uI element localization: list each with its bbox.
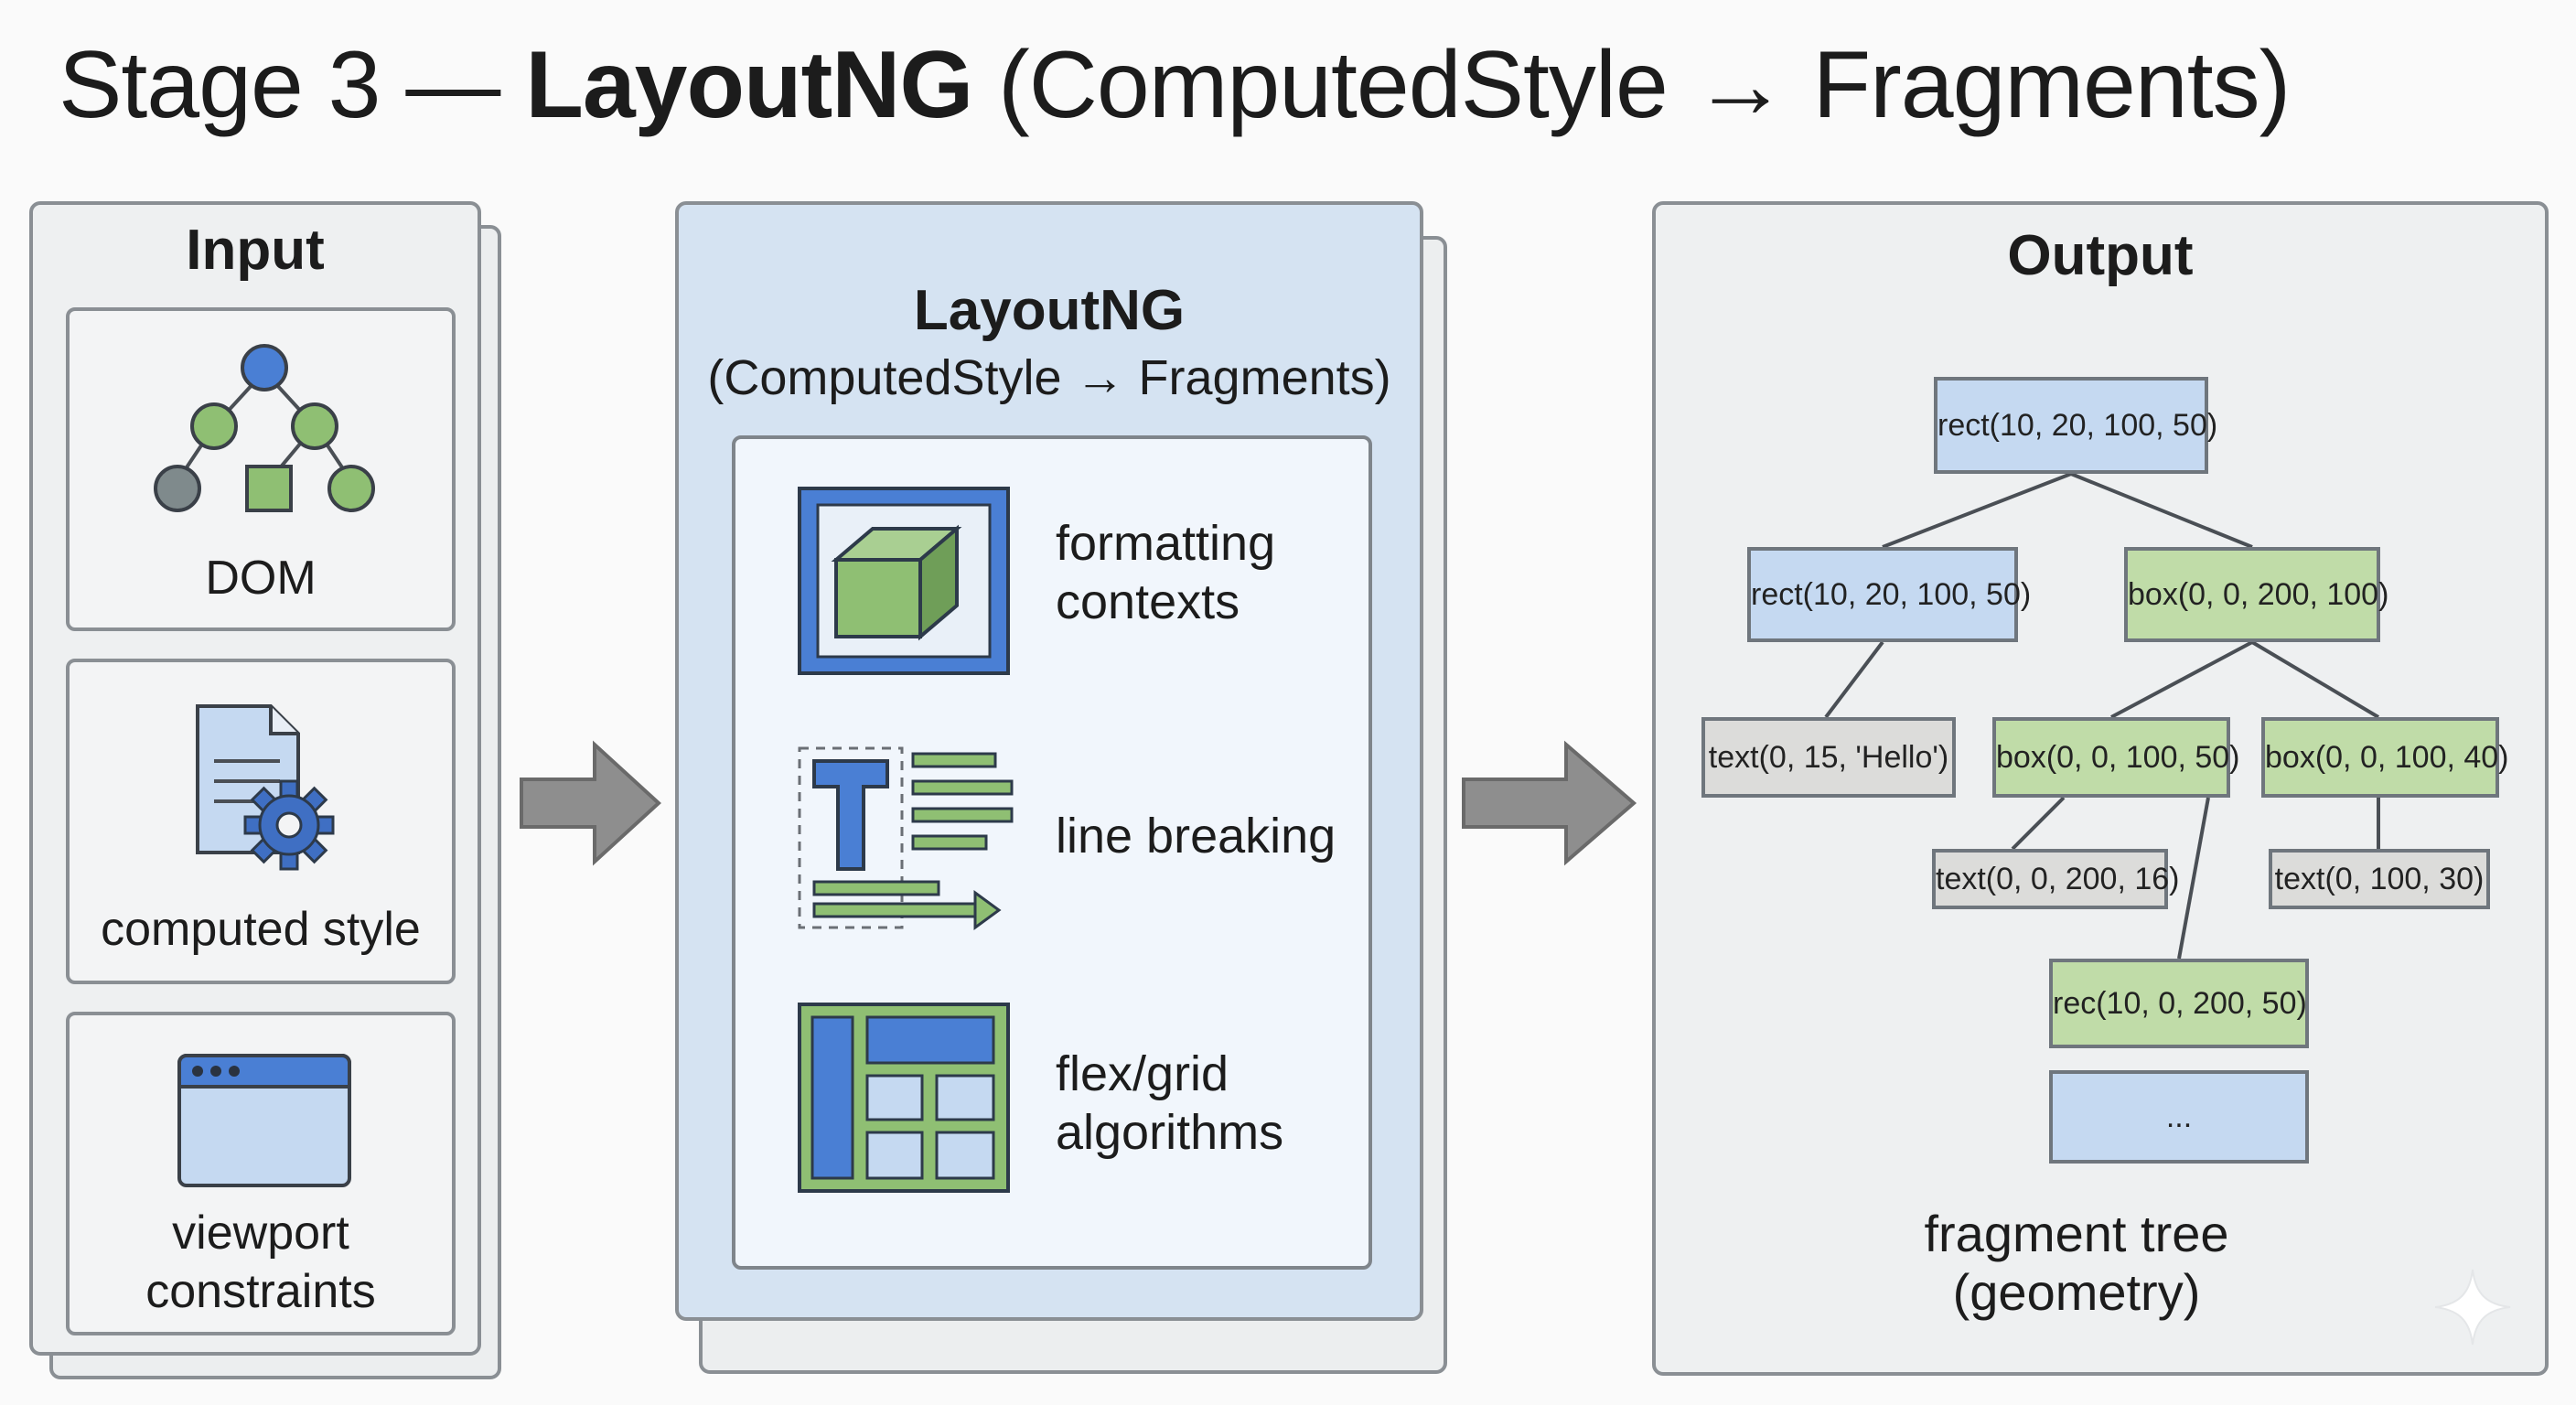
fragment-node-ellipsis: ... (2049, 1070, 2309, 1164)
page-title: Stage 3 — LayoutNG (ComputedStyle → Frag… (59, 26, 2291, 145)
viewport-label-line2: constraints (145, 1265, 376, 1318)
dom-card: DOM (66, 307, 456, 631)
viewport-card: viewport constraints (66, 1012, 456, 1335)
formatting-contexts-line2: contexts (1056, 574, 1240, 629)
fragment-node-text-a: text(0, 0, 200, 16) (1932, 849, 2180, 909)
fragment-node-root: rect(10, 20, 100, 50) (1934, 377, 2217, 474)
title-prefix: Stage 3 — (59, 32, 526, 138)
input-panel: Input DOM (29, 201, 481, 1356)
computed-style-card: computed style (66, 659, 456, 984)
browser-window-icon (177, 1054, 351, 1187)
computed-style-label: computed style (101, 903, 421, 956)
fragment-node-left: rect(10, 20, 100, 50) (1747, 547, 2031, 642)
layoutng-subheading: (ComputedStyle → Fragments) (707, 350, 1391, 405)
fragment-node-text-b: text(0, 100, 30) (2269, 849, 2490, 909)
sparkle-icon (2434, 1269, 2511, 1346)
title-suffix: (ComputedStyle → Fragments) (972, 32, 2291, 138)
flex-grid-line2: algorithms (1056, 1105, 1284, 1160)
text-lines-icon (798, 746, 1014, 930)
dom-label: DOM (205, 552, 317, 605)
output-heading: Output (2007, 224, 2194, 287)
title-bold: LayoutNG (525, 32, 973, 138)
line-breaking-label: line breaking (1056, 809, 1336, 863)
fragment-node-box-a: box(0, 0, 100, 50) (1992, 717, 2240, 798)
input-heading: Input (186, 219, 325, 282)
fragment-node-text-hello: text(0, 15, 'Hello') (1701, 717, 1956, 798)
fragment-tree-caption-line1: fragment tree (1924, 1205, 2229, 1262)
cube-icon (798, 487, 1010, 675)
arrow-right-icon (1462, 740, 1637, 866)
formatting-contexts-line1: formatting (1056, 516, 1276, 571)
fragment-tree-caption-line2: (geometry) (1952, 1263, 2201, 1321)
fragment-node-right: box(0, 0, 200, 100) (2124, 547, 2388, 642)
grid-layout-icon (798, 1003, 1010, 1193)
layoutng-panel: LayoutNG (ComputedStyle → Fragments) for… (675, 201, 1423, 1321)
dom-tree-icon (154, 344, 375, 512)
layoutng-features-box: formatting contexts line breaking flex/g… (732, 435, 1372, 1270)
fragment-node-box-b: box(0, 0, 100, 40) (2261, 717, 2509, 798)
flex-grid-line1: flex/grid (1056, 1046, 1229, 1101)
layoutng-heading: LayoutNG (913, 279, 1186, 342)
viewport-label-line1: viewport (172, 1207, 349, 1260)
fragment-node-rec: rec(10, 0, 200, 50) (2049, 959, 2309, 1048)
arrow-right-icon (520, 740, 661, 866)
document-gear-icon (196, 704, 335, 871)
